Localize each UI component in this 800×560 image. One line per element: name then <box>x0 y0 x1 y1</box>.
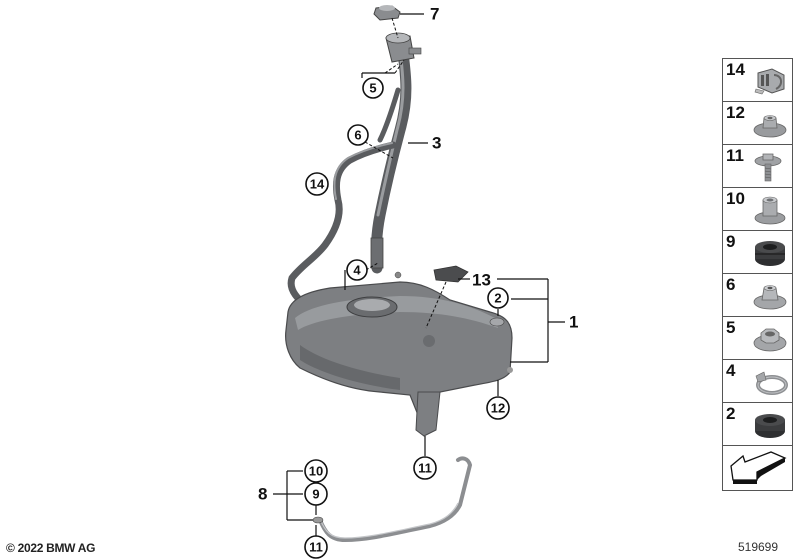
svg-text:1: 1 <box>569 313 578 332</box>
hose-clamp-icon <box>755 371 788 395</box>
callout-11-tank[interactable]: 11 <box>413 456 437 480</box>
part-number: 6 <box>726 275 736 294</box>
callout-7[interactable]: 7 <box>430 5 439 24</box>
vent-hose[interactable] <box>287 87 401 322</box>
callout-9[interactable]: 9 <box>304 482 328 506</box>
parts-legend-panel: 14 12 11 10 <box>722 58 793 491</box>
callout-1[interactable]: 1 <box>569 313 578 332</box>
collar-nut-icon <box>753 115 787 138</box>
svg-text:3: 3 <box>432 134 441 153</box>
part-box-6[interactable]: 6 <box>722 273 793 316</box>
rubber-mount-icon <box>755 414 785 438</box>
part-box-10[interactable]: 10 <box>722 187 793 230</box>
part-number: 10 <box>726 189 745 208</box>
part-number: 14 <box>726 60 745 79</box>
part-box-4[interactable]: 4 <box>722 359 793 402</box>
callout-13[interactable]: 13 <box>472 271 491 290</box>
callout-11-pipe[interactable]: 11 <box>304 535 328 559</box>
part-number: 9 <box>726 232 736 251</box>
filler-pipe[interactable] <box>370 32 422 274</box>
callout-5[interactable]: 5 <box>362 77 384 99</box>
svg-text:12: 12 <box>491 401 505 416</box>
spacer-bushing-icon <box>754 196 786 225</box>
callout-8[interactable]: 8 <box>258 485 267 504</box>
diagram-id: 519699 <box>737 540 779 554</box>
callout-6[interactable]: 6 <box>347 124 369 146</box>
leader-lines <box>273 13 565 536</box>
part-box-12[interactable]: 12 <box>722 101 793 144</box>
part-number: 12 <box>726 103 745 122</box>
svg-text:7: 7 <box>430 5 439 24</box>
svg-text:2: 2 <box>494 291 501 306</box>
direction-arrow-box <box>722 445 793 491</box>
hex-nut-washer-icon <box>753 328 787 352</box>
svg-text:10: 10 <box>309 464 323 479</box>
callout-10[interactable]: 10 <box>304 459 328 483</box>
clip-icon <box>754 68 785 95</box>
copyright-notice: © 2022 BMW AG <box>6 541 96 555</box>
svg-text:13: 13 <box>472 271 491 290</box>
callout-12[interactable]: 12 <box>486 396 510 420</box>
part-number: 4 <box>726 361 736 380</box>
callout-14[interactable]: 14 <box>305 172 329 196</box>
rubber-grommet-icon <box>755 241 785 266</box>
part-number: 2 <box>726 404 736 423</box>
callout-2[interactable]: 2 <box>487 287 509 309</box>
svg-text:14: 14 <box>310 177 325 192</box>
fuel-tank[interactable] <box>285 265 513 437</box>
svg-text:11: 11 <box>309 540 323 555</box>
part-box-14[interactable]: 14 <box>722 58 793 101</box>
svg-text:5: 5 <box>369 81 376 96</box>
svg-text:11: 11 <box>418 461 432 476</box>
front-direction-arrow-icon <box>730 451 787 484</box>
part-box-9[interactable]: 9 <box>722 230 793 273</box>
callout-4[interactable]: 4 <box>346 259 368 281</box>
hex-collar-nut-icon <box>753 285 787 310</box>
part-number: 5 <box>726 318 736 337</box>
part-box-5[interactable]: 5 <box>722 316 793 359</box>
tank-strap[interactable] <box>312 456 473 543</box>
collar-screw-icon <box>754 153 782 182</box>
callout-3[interactable]: 3 <box>432 134 441 153</box>
part-box-11[interactable]: 11 <box>722 144 793 187</box>
fuel-cap[interactable] <box>373 5 401 21</box>
svg-text:8: 8 <box>258 485 267 504</box>
svg-text:6: 6 <box>354 128 361 143</box>
part-box-2[interactable]: 2 <box>722 402 793 445</box>
part-number: 11 <box>726 146 744 165</box>
svg-text:4: 4 <box>353 263 361 278</box>
svg-text:9: 9 <box>312 487 319 502</box>
